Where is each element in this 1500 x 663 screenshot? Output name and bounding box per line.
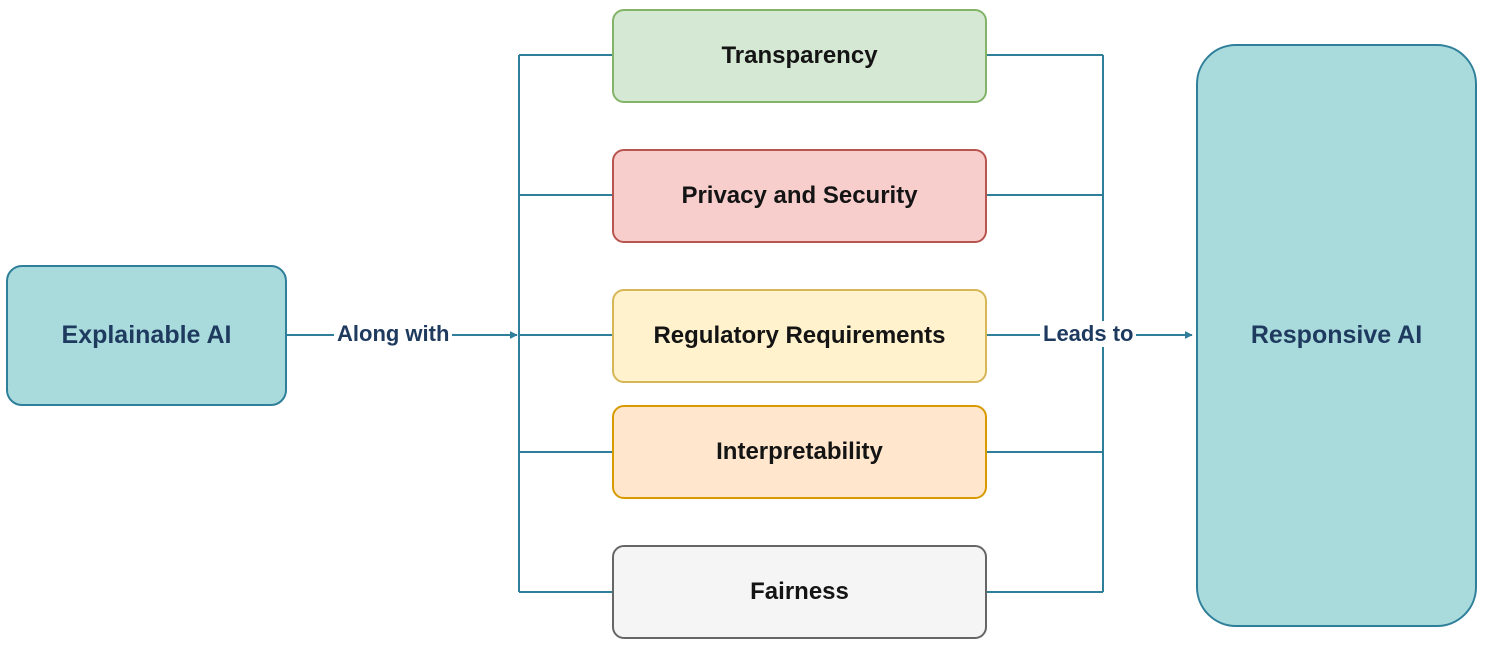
transparency-label: Transparency: [721, 42, 878, 69]
transparency-node: Transparency: [612, 9, 987, 103]
privacy-security-node: Privacy and Security: [612, 149, 987, 243]
leads-to-label: Leads to: [1040, 321, 1137, 347]
interpretability-label: Interpretability: [716, 438, 883, 465]
privacy-security-label: Privacy and Security: [681, 182, 918, 209]
interpretability-node: Interpretability: [612, 405, 987, 499]
responsive-ai-node: Responsive AI: [1196, 44, 1477, 627]
fairness-label: Fairness: [750, 578, 849, 605]
explainable-ai-node: Explainable AI: [6, 265, 287, 406]
regulatory-requirements-label: Regulatory Requirements: [653, 322, 946, 349]
responsive-ai-label: Responsive AI: [1250, 321, 1423, 349]
explainable-ai-label: Explainable AI: [61, 321, 232, 349]
along-with-label: Along with: [334, 321, 453, 347]
fairness-node: Fairness: [612, 545, 987, 639]
regulatory-requirements-node: Regulatory Requirements: [612, 289, 987, 383]
